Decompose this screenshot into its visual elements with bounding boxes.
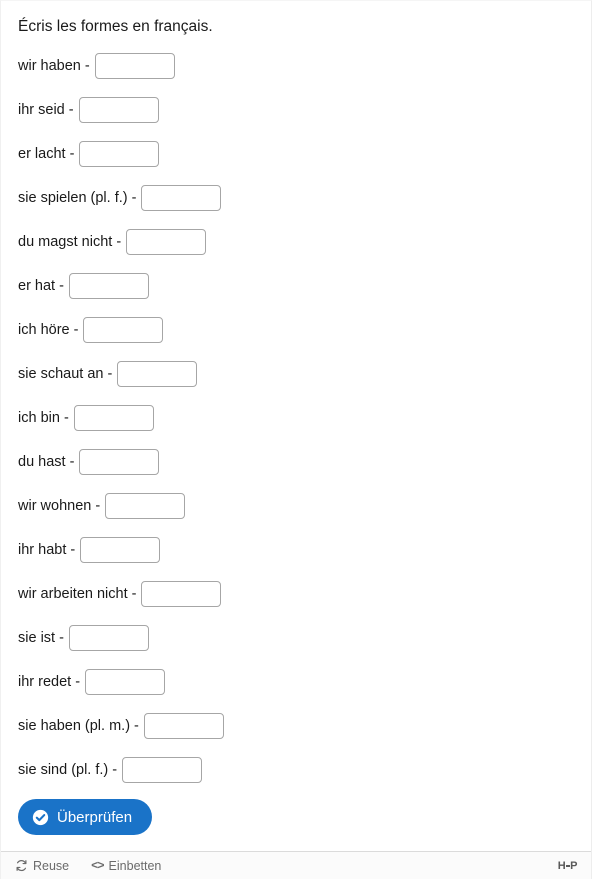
blank-cue-label: sie ist - [18,630,64,646]
check-circle-icon [32,809,49,826]
blank-cue-label: ihr redet - [18,674,81,690]
rotate-icon [15,859,28,872]
h5p-logo-bar [565,864,570,867]
blank-input-1[interactable] [94,53,175,79]
blank-row: sie schaut an - [18,359,591,389]
blank-row: wir wohnen - [18,491,591,521]
code-brackets-icon: <> [91,858,104,873]
embed-button[interactable]: <> Einbetten [91,859,161,873]
blank-cue-label: ihr seid - [18,102,74,118]
blank-input-8[interactable] [117,361,198,387]
h5p-logo: H P [557,859,578,872]
check-button-label: Überprüfen [57,808,133,826]
blank-input-16[interactable] [143,713,224,739]
blank-row: ihr habt - [18,535,591,565]
reuse-label: Reuse [33,858,70,873]
blank-input-9[interactable] [73,405,154,431]
blank-cue-label: ihr habt - [18,542,76,558]
blanks-task-content: Écris les formes en français. wir haben … [1,1,591,851]
blank-cue-label: wir arbeiten nicht - [18,586,137,602]
blank-input-17[interactable] [122,757,203,783]
blank-row: du hast - [18,447,591,477]
check-answers-button[interactable]: Überprüfen [18,799,153,835]
check-button-area: Überprüfen [18,785,591,835]
blank-input-6[interactable] [68,273,149,299]
h5p-logo-p: P [570,859,577,872]
blank-cue-label: sie spielen (pl. f.) - [18,190,137,206]
blank-input-3[interactable] [79,141,160,167]
blank-cue-label: wir wohnen - [18,498,101,514]
h5p-footer-bar: Reuse <> Einbetten H P [1,851,591,879]
blank-input-5[interactable] [126,229,207,255]
blank-row: sie haben (pl. m.) - [18,711,591,741]
blank-row: ihr redet - [18,667,591,697]
blank-cue-label: sie haben (pl. m.) - [18,718,139,734]
blank-row: ich bin - [18,403,591,433]
blank-row: er lacht - [18,139,591,169]
blank-cue-label: er hat - [18,278,64,294]
h5p-logo-h: H [557,859,566,872]
blank-cue-label: du magst nicht - [18,234,122,250]
blank-row: sie sind (pl. f.) - [18,755,591,785]
blank-input-11[interactable] [105,493,186,519]
blank-row: sie ist - [18,623,591,653]
blank-input-10[interactable] [79,449,160,475]
blank-cue-label: ich höre - [18,322,79,338]
reuse-button[interactable]: Reuse [15,859,69,873]
blank-input-15[interactable] [85,669,166,695]
blank-cue-label: ich bin - [18,410,69,426]
blank-row: wir haben - [18,51,591,81]
blank-input-4[interactable] [141,185,222,211]
blank-cue-label: er lacht - [18,146,75,162]
blank-input-2[interactable] [78,97,159,123]
blank-row: ihr seid - [18,95,591,125]
blank-cue-label: sie schaut an - [18,366,113,382]
blank-row: er hat - [18,271,591,301]
blank-cue-label: wir haben - [18,58,90,74]
embed-label: Einbetten [108,858,162,873]
blank-input-13[interactable] [141,581,222,607]
blank-row: sie spielen (pl. f.) - [18,183,591,213]
blank-cue-label: sie sind (pl. f.) - [18,762,118,778]
blank-row: wir arbeiten nicht - [18,579,591,609]
blank-row: ich höre - [18,315,591,345]
blank-input-14[interactable] [68,625,149,651]
blanks-list: wir haben - ihr seid - er lacht - sie sp… [18,51,591,785]
page-title: Écris les formes en français. [18,18,213,35]
blank-cue-label: du hast - [18,454,75,470]
blank-input-12[interactable] [80,537,161,563]
blank-input-7[interactable] [83,317,164,343]
blank-row: du magst nicht - [18,227,591,257]
